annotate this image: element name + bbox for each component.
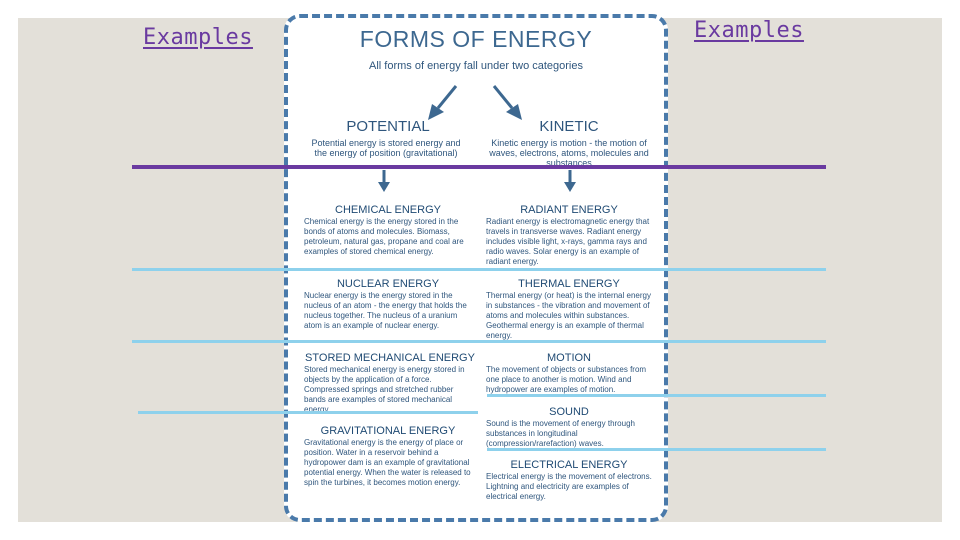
section-title-motion: MOTION xyxy=(547,352,591,364)
arrow-to-potential-icon xyxy=(436,85,458,109)
section-title-thermal: THERMAL ENERGY xyxy=(518,278,620,290)
section-title-stored-mechanical: STORED MECHANICAL ENERGY xyxy=(305,352,475,364)
potential-description: Potential energy is stored energy and th… xyxy=(311,138,461,158)
section-body-electrical: Electrical energy is the movement of ele… xyxy=(486,472,652,501)
section-body-gravitational: Gravitational energy is the energy of pl… xyxy=(304,438,471,487)
slide-title-right: Examples xyxy=(694,18,804,43)
section-body-radiant: Radiant energy is electromagnetic energy… xyxy=(486,217,650,266)
category-arrows xyxy=(378,85,576,192)
arrow-to-kinetic-icon xyxy=(492,85,514,109)
blue-line-5 xyxy=(487,448,826,451)
blue-line-2 xyxy=(132,340,826,343)
purple-divider-line xyxy=(132,165,826,169)
section-body-nuclear: Nuclear energy is the energy stored in t… xyxy=(304,291,467,330)
blue-line-4 xyxy=(138,411,478,414)
section-title-nuclear: NUCLEAR ENERGY xyxy=(336,278,440,290)
kinetic-label: KINETIC xyxy=(539,118,599,135)
section-body-thermal: Thermal energy (or heat) is the internal… xyxy=(486,291,651,340)
slide-title-left: Examples xyxy=(143,25,253,50)
section-body-stored-mechanical: Stored mechanical energy is energy store… xyxy=(304,365,465,414)
card-subtitle: All forms of energy fall under two categ… xyxy=(369,60,583,72)
section-title-gravitational: GRAVITATIONAL ENERGY xyxy=(320,425,456,437)
section-body-sound: Sound is the movement of energy through … xyxy=(486,419,635,448)
blue-line-1 xyxy=(132,268,826,271)
section-body-chemical: Chemical energy is the energy stored in … xyxy=(304,217,464,256)
section-title-chemical: CHEMICAL ENERGY xyxy=(335,204,441,216)
card-title: FORMS OF ENERGY xyxy=(359,26,593,52)
section-title-electrical: ELECTRICAL ENERGY xyxy=(510,459,628,471)
section-title-sound: SOUND xyxy=(549,406,589,418)
blue-line-3 xyxy=(487,394,826,397)
potential-label: POTENTIAL xyxy=(346,118,430,135)
section-body-motion: The movement of objects or substances fr… xyxy=(486,365,647,394)
kinetic-description: Kinetic energy is motion - the motion of… xyxy=(489,138,649,168)
section-title-radiant: RADIANT ENERGY xyxy=(520,204,618,216)
